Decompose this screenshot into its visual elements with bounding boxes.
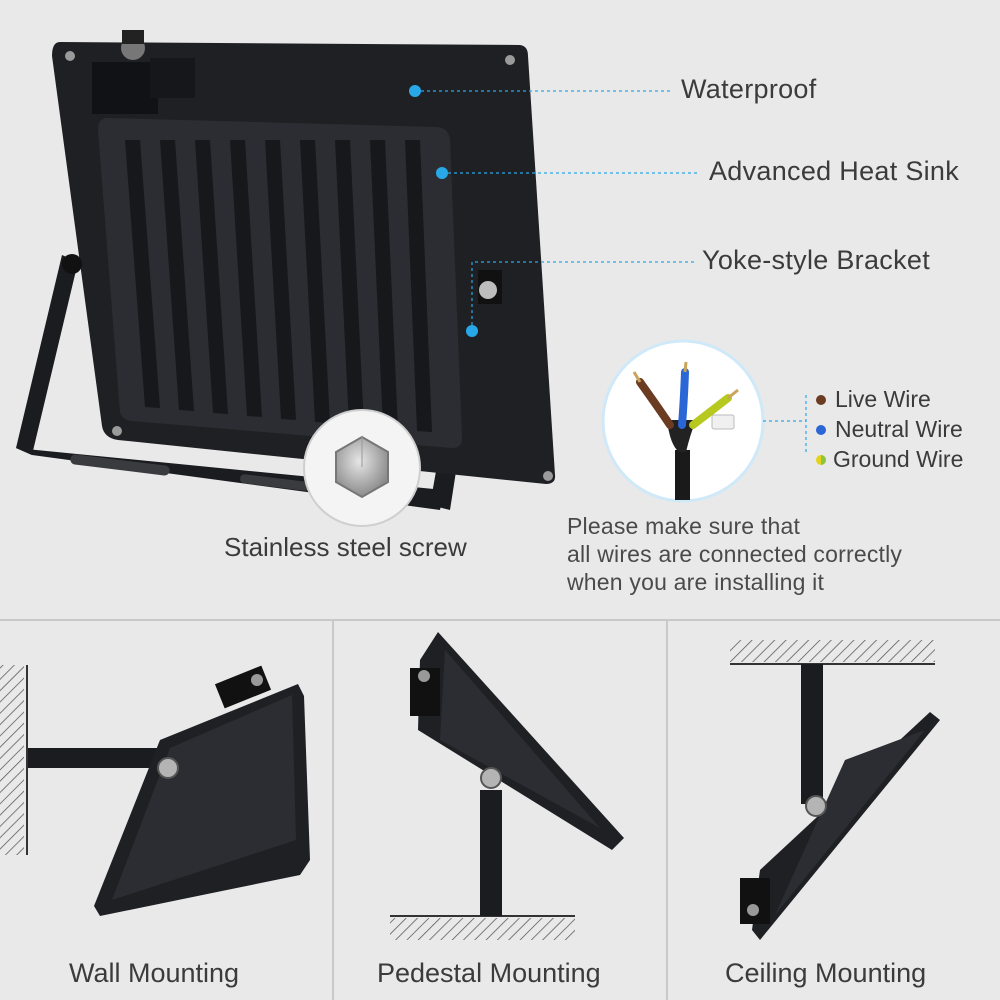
live-wire-dot [816, 395, 826, 405]
junction-box [92, 62, 158, 114]
floodlight-rear-view [16, 30, 700, 510]
ground-wire-label: Ground Wire [833, 446, 964, 472]
pedestal-mounting-illustration [390, 632, 624, 940]
note-line-2: all wires are connected correctly [567, 541, 903, 567]
live-wire-label: Live Wire [835, 386, 931, 412]
wall-mounting-illustration [0, 665, 310, 916]
ground-wire-dot [816, 455, 826, 465]
heat-sink-dot [436, 167, 448, 179]
waterproof-dot [409, 85, 421, 97]
neutral-wire-label: Neutral Wire [835, 416, 963, 442]
neutral-wire-dot [816, 425, 826, 435]
waterproof-label: Waterproof [681, 74, 817, 104]
pedestal-mounting-caption: Pedestal Mounting [377, 958, 601, 988]
installation-note: Please make sure that all wires are conn… [567, 512, 902, 596]
yoke-bracket [16, 255, 78, 455]
note-line-3: when you are installing it [567, 569, 825, 595]
screw-label: Stainless steel screw [224, 532, 467, 562]
note-line-1: Please make sure that [567, 513, 801, 539]
ceiling-mounting-caption: Ceiling Mounting [725, 958, 927, 988]
ceiling-mounting-illustration [730, 640, 940, 940]
screw-zoom [303, 409, 421, 527]
bracket-dot [466, 325, 478, 337]
wall-mounting-caption: Wall Mounting [69, 958, 240, 988]
bracket-label: Yoke-style Bracket [702, 245, 931, 275]
heat-sink-label: Advanced Heat Sink [709, 156, 960, 186]
wiring-diagram [601, 339, 807, 503]
